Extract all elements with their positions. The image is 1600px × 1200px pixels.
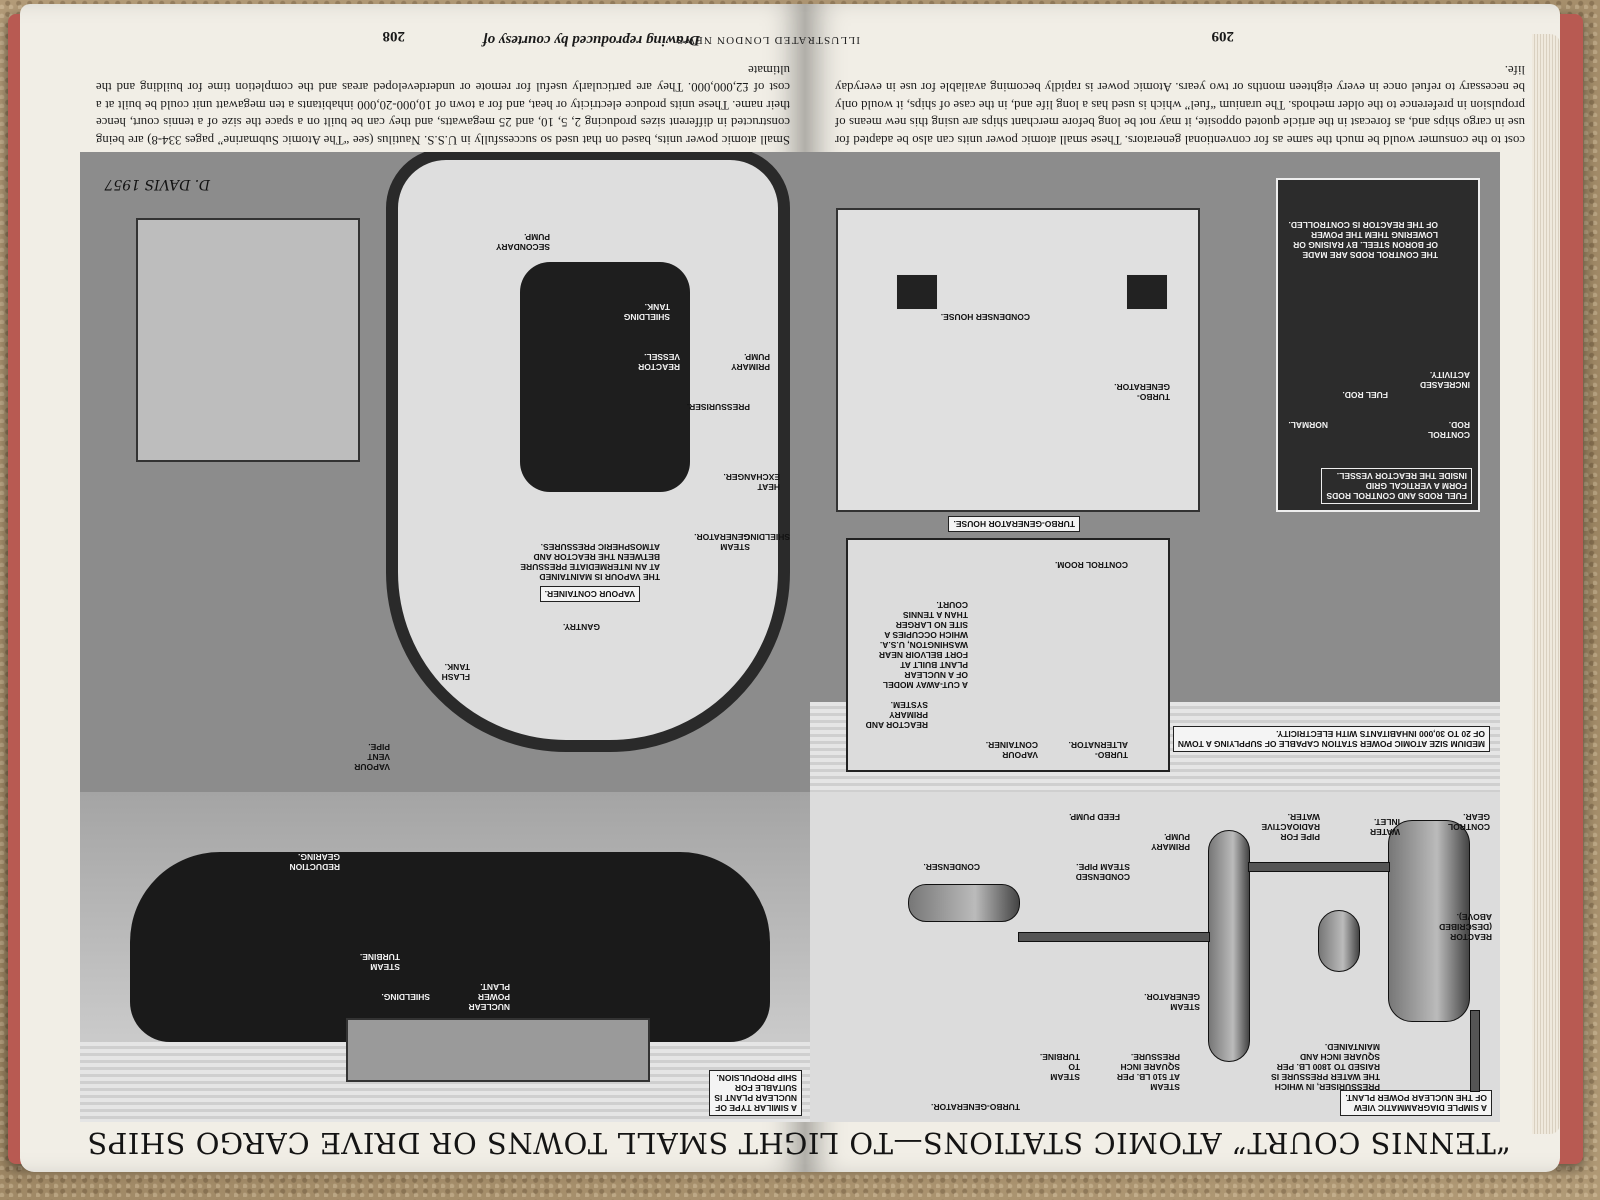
flash-tank-label: FLASH TANK. [441, 662, 470, 682]
pressuriser-label: PRESSURISER. [686, 402, 750, 412]
fuel-rods-panel: FUEL RODS AND CONTROL RODS FORM A VERTIC… [1276, 178, 1480, 512]
illustration: A SIMPLE DIAGRAMMATIC VIEW OF THE NUCLEA… [80, 152, 1500, 1122]
paragraph-left: cost to the consumer would be much the s… [835, 63, 1525, 147]
turbo-house [836, 208, 1200, 512]
control-rods-note: THE CONTROL RODS ARE MADE OF BORON STEEL… [1288, 220, 1438, 260]
pressuriser-shape [1318, 910, 1360, 972]
primary-pump-diag-label: PRIMARY PUMP. [1151, 832, 1190, 852]
page-number-209: 209 [1211, 28, 1235, 44]
secondary-pump-label: SECONDARY PUMP. [496, 232, 550, 252]
ship-hull [130, 852, 770, 1042]
pipe-3 [1470, 1010, 1480, 1092]
page-title: “TENNIS COURT” ATOMIC STATIONS—TO LIGHT … [86, 1126, 1512, 1160]
drawing-credit: Drawing reproduced by courtesy of [482, 32, 701, 48]
turbo-alternator-label: TURBO- ALTERNATOR. [1068, 740, 1129, 760]
primary-pump-label: PRIMARY PUMP. [731, 352, 770, 372]
condenser-house-label: CONDENSER HOUSE. [940, 312, 1030, 322]
artist-signature: D. DAVIS 1957 [104, 176, 210, 192]
control-room-label: CONTROL ROOM. [1054, 560, 1128, 570]
house-window [1126, 274, 1168, 310]
ship-panel: A SIMILAR TYPE OF NUCLEAR PLANT IS SUITA… [80, 792, 810, 1122]
paragraph-right: Small atomic power units, based on that … [96, 63, 790, 147]
shielding-ship-label: SHIELDING. [381, 992, 430, 1002]
steam-turbine-label: STEAM TURBINE. [359, 952, 400, 972]
condensed-steam-pipe-label: CONDENSED STEAM PIPE. [1075, 862, 1130, 882]
medium-size-label: MEDIUM SIZE ATOMIC POWER STATION CAPABLE… [1172, 726, 1490, 752]
steam-generator-shape [1208, 830, 1250, 1062]
small-building [136, 218, 360, 462]
open-book: “TENNIS COURT” ATOMIC STATIONS—TO LIGHT … [20, 4, 1560, 1172]
reactor-primary-label: REACTOR AND PRIMARY SYSTEM. [865, 700, 928, 730]
pressuriser-note: PRESSURISER, IN WHICH THE WATER PRESSURE… [1271, 1042, 1380, 1092]
nuclear-power-plant-label: NUCLEAR POWER PLANT. [468, 982, 510, 1012]
reactor-cutaway-panel: VAPOUR VENT PIPE. FLASH TANK. GANTRY. VA… [80, 152, 810, 792]
turbo-generator-label: TURBO- GENERATOR. [1114, 382, 1170, 402]
reactor-core [520, 262, 690, 492]
steam-generator-diag-label: STEAM GENERATOR. [1144, 992, 1200, 1012]
upside-down-spread: “TENNIS COURT” ATOMIC STATIONS—TO LIGHT … [20, 4, 1560, 1172]
shielding-tank-label: SHIELDING TANK. [623, 302, 670, 322]
fuel-rod-label: FUEL ROD. [1342, 390, 1388, 400]
reactor-vessel-label: REACTOR VESSEL. [638, 352, 680, 372]
vapour-container-model-label: VAPOUR CONTAINER. [985, 740, 1038, 760]
reactor-label: REACTOR (DESCRIBED ABOVE). [1439, 912, 1492, 942]
control-rod-label: CONTROL ROD. [1427, 420, 1470, 440]
page-edges [1532, 34, 1560, 1134]
house-window [896, 274, 938, 310]
reduction-gearing-label: REDUCTION GEARING. [289, 852, 340, 872]
condenser-shape [908, 884, 1020, 922]
power-station-panel: MEDIUM SIZE ATOMIC POWER STATION CAPABLE… [810, 152, 1500, 792]
vapour-container-label: VAPOUR CONTAINER. [539, 586, 640, 602]
ship-superstructure [346, 1018, 650, 1082]
steam-510-label: STEAM AT 510 LB. PER SQUARE INCH PRESSUR… [1116, 1052, 1180, 1092]
turbo-generator-house-label: TURBO-GENERATOR HOUSE. [948, 516, 1080, 532]
cutaway-model-label: A CUT-AWAY MODEL OF A NUCLEAR PLANT BUIL… [878, 600, 968, 690]
steam-to-turbine-label: STEAM TO TURBINE. [1039, 1052, 1080, 1082]
pipe-1 [1248, 862, 1390, 872]
pipe-radioactive-label: PIPE FOR RADIOACTIVE WATER. [1261, 812, 1320, 842]
gantry-label: GANTRY. [563, 622, 600, 632]
water-inlet-label: WATER INLET. [1369, 817, 1400, 837]
increased-activity-label: INCREASED ACTIVITY. [1419, 370, 1470, 390]
diagram-title-label: A SIMPLE DIAGRAMMATIC VIEW OF THE NUCLEA… [1340, 1090, 1492, 1116]
running-head: ILLUSTRATED LONDON NEWS [675, 34, 860, 46]
ship-propulsion-label: A SIMILAR TYPE OF NUCLEAR PLANT IS SUITA… [709, 1070, 802, 1116]
diagram-panel: A SIMPLE DIAGRAMMATIC VIEW OF THE NUCLEA… [810, 792, 1500, 1122]
condenser-label: CONDENSER. [923, 862, 980, 872]
shielding-label: SHIELDING. [741, 532, 790, 542]
vapour-vent-pipe-label: VAPOUR VENT PIPE. [354, 742, 390, 772]
page-number-208: 208 [382, 28, 406, 44]
control-gear-label: CONTROL GEAR. [1447, 812, 1490, 832]
normal-label: NORMAL. [1288, 420, 1328, 430]
pipe-2 [1018, 932, 1210, 942]
feed-pump-label: FEED PUMP. [1069, 812, 1120, 822]
fuel-rods-label: FUEL RODS AND CONTROL RODS FORM A VERTIC… [1321, 468, 1472, 504]
vapour-container-desc: THE VAPOUR IS MAINTAINED AT AN INTERMEDI… [520, 542, 660, 582]
model-photo: A CUT-AWAY MODEL OF A NUCLEAR PLANT BUIL… [846, 538, 1170, 772]
heat-exchanger-label: HEAT EXCHANGER. [723, 472, 780, 492]
turbo-generator-diag-label: TURBO-GENERATOR. [931, 1102, 1020, 1112]
